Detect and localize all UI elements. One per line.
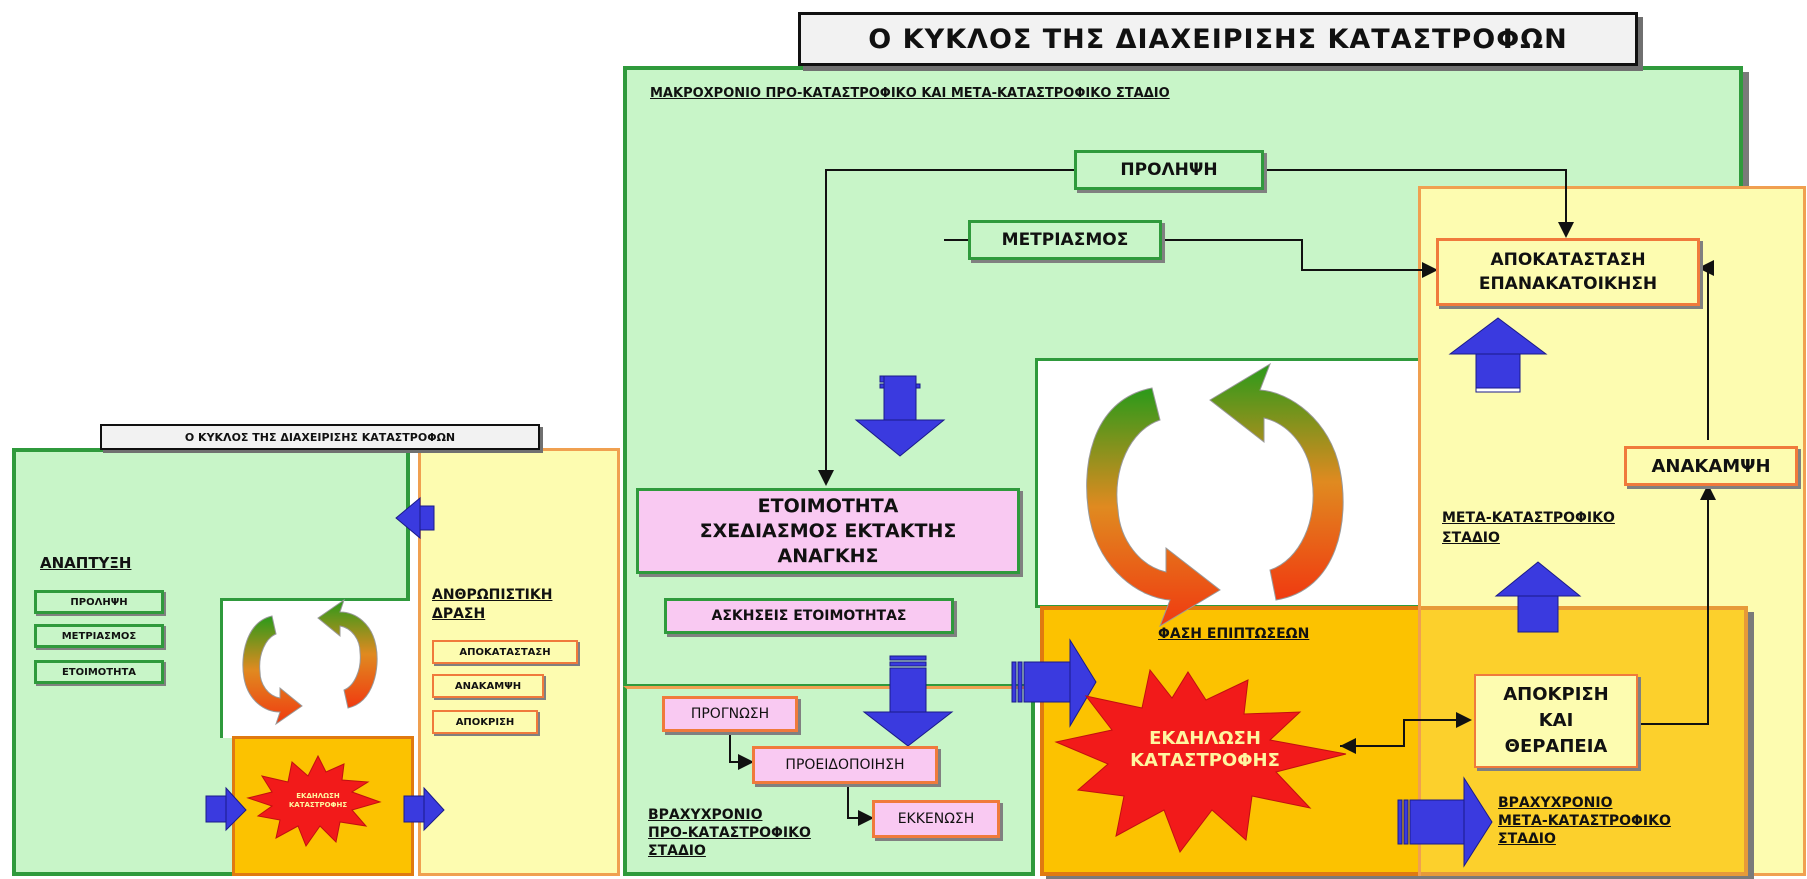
post-stage-line-1: ΜΕΤΑ-ΚΑΤΑΣΤΡΟΦΙΚΟ (1442, 510, 1615, 526)
up-arrow-upper (1448, 317, 1548, 393)
cycle-arrow-left (1086, 387, 1221, 628)
cycle-arrows-mini (242, 598, 378, 726)
preparedness-line-2: ΣΧΕΔΙΑΣΜΟΣ ΕΚΤΑΚΤΗΣ (699, 519, 957, 542)
restoration-box: ΑΠΟΚΑΤΑΣΤΑΣΗ ΕΠΑΝΑΚΑΤΟΙΚΗΣΗ (1436, 238, 1700, 306)
warning-box: ΠΡΟΕΙΔΟΠΟΙΗΣΗ (752, 746, 938, 784)
disaster-burst-text: ΕΚΔΗΛΩΣΗ ΚΑΤΑΣΤΡΟΦΗΣ (1120, 728, 1290, 772)
main-title: Ο ΚΥΚΛΟΣ ΤΗΣ ΔΙΑΧΕΙΡΙΣΗΣ ΚΑΤΑΣΤΡΟΦΩΝ (798, 12, 1638, 66)
response-line-2: ΚΑΙ (1538, 710, 1574, 731)
post-stage-label: ΜΕΤΑ-ΚΑΤΑΣΤΡΟΦΙΚΟ ΣΤΑΔΙΟ (1442, 508, 1615, 548)
evacuation-box: ΕΚΚΕΝΩΣΗ (872, 800, 1000, 838)
mini-cycle-arrow-right (317, 598, 378, 709)
short-post-line-3: ΣΤΑΔΙΟ (1498, 831, 1556, 847)
mini-response-box: ΑΠΟΚΡΙΣΗ (432, 710, 538, 734)
mini-restoration-box: ΑΠΟΚΑΤΑΣΤΑΣΗ (432, 640, 578, 664)
impact-phase-label: ΦΑΣΗ ΕΠΙΠΤΩΣΕΩΝ (1158, 626, 1310, 642)
mini-recovery-box: ΑΝΑΚΑΜΨΗ (432, 674, 544, 698)
short-pre-stage-label: ΒΡΑΧΥΧΡΟΝΙΟ ΠΡΟ-ΚΑΤΑΣΤΡΟΦΙΚΟ ΣΤΑΔΙΟ (648, 806, 811, 860)
right-arrow-short-post (1397, 776, 1493, 868)
post-stage-line-2: ΣΤΑΔΙΟ (1442, 530, 1500, 546)
short-post-line-2: ΜΕΤΑ-ΚΑΤΑΣΤΡΟΦΙΚΟ (1498, 813, 1671, 829)
mini-cycle-arrow-left (242, 615, 303, 726)
blue-arrows (205, 317, 1582, 868)
response-box: ΑΠΟΚΡΙΣΗ ΚΑΙ ΘΕΡΑΠΕΙΑ (1474, 674, 1638, 768)
mini-right-arrow-in (205, 786, 247, 832)
mini-title: Ο ΚΥΚΛΟΣ ΤΗΣ ΔΙΑΧΕΙΡΙΣΗΣ ΚΑΤΑΣΤΡΟΦΩΝ (100, 424, 540, 450)
short-post-stage-label: ΒΡΑΧΥΧΡΟΝΙΟ ΜΕΤΑ-ΚΑΤΑΣΤΡΟΦΙΚΟ ΣΤΑΔΙΟ (1498, 794, 1671, 848)
response-line-1: ΑΠΟΚΡΙΣΗ (1503, 684, 1609, 705)
mini-humanitarian-line-2: ΔΡΑΣΗ (432, 606, 486, 622)
mini-prevention-box: ΠΡΟΛΗΨΗ (34, 590, 164, 614)
disaster-line-1: ΕΚΔΗΛΩΣΗ (1149, 728, 1261, 749)
cycle-arrow-right (1209, 362, 1344, 601)
mini-disaster-line-2: ΚΑΤΑΣΤΡΟΦΗΣ (288, 801, 348, 809)
mitigation-box: ΜΕΤΡΙΑΣΜΟΣ (968, 220, 1162, 260)
cycle-arrows-main (1086, 362, 1344, 628)
mini-mitigation-box: ΜΕΤΡΙΑΣΜΟΣ (34, 624, 164, 648)
mini-humanitarian-line-1: ΑΝΘΡΩΠΙΣΤΙΚΗ (432, 587, 553, 603)
preparedness-box: ΕΤΟΙΜΟΤΗΤΑ ΣΧΕΔΙΑΣΜΟΣ ΕΚΤΑΚΤΗΣ ΑΝΑΓΚΗΣ (636, 488, 1020, 574)
right-arrow-impact (1011, 638, 1097, 728)
down-arrow-lower (862, 655, 954, 747)
preparedness-line-1: ΕΤΟΙΜΟΤΗΤΑ (757, 494, 899, 517)
mini-left-arrow (395, 496, 435, 540)
mini-disaster-burst-text: ΕΚΔΗΛΩΣΗ ΚΑΤΑΣΤΡΟΦΗΣ (270, 792, 366, 810)
short-pre-line-1: ΒΡΑΧΥΧΡΟΝΙΟ (648, 807, 763, 823)
short-post-line-1: ΒΡΑΧΥΧΡΟΝΙΟ (1498, 795, 1613, 811)
short-pre-line-2: ΠΡΟ-ΚΑΤΑΣΤΡΟΦΙΚΟ (648, 825, 811, 841)
mini-right-arrow-out (403, 786, 445, 832)
mini-disaster-line-1: ΕΚΔΗΛΩΣΗ (296, 792, 340, 800)
mini-humanitarian-label: ΑΝΘΡΩΠΙΣΤΙΚΗ ΔΡΑΣΗ (432, 586, 552, 624)
restoration-line-2: ΕΠΑΝΑΚΑΤΟΙΚΗΣΗ (1478, 274, 1658, 294)
recovery-box: ΑΝΑΚΑΜΨΗ (1624, 446, 1798, 486)
prevention-box: ΠΡΟΛΗΨΗ (1074, 150, 1264, 190)
mini-preparedness-box: ΕΤΟΙΜΟΤΗΤΑ (34, 660, 164, 684)
connector-lines (729, 169, 1716, 826)
response-line-3: ΘΕΡΑΠΕΙΑ (1504, 736, 1608, 757)
disaster-line-2: ΚΑΤΑΣΤΡΟΦΗΣ (1130, 750, 1280, 771)
exercises-box: ΑΣΚΗΣΕΙΣ ΕΤΟΙΜΟΤΗΤΑΣ (664, 598, 954, 634)
long-term-stage-label: ΜΑΚΡΟΧΡΟΝΙΟ ΠΡΟ-ΚΑΤΑΣΤΡΟΦΙΚΟ ΚΑΙ ΜΕΤΑ-ΚΑ… (650, 86, 1170, 101)
mini-development-label: ΑΝΑΠΤΥΞΗ (40, 554, 132, 572)
up-arrow-lower (1494, 561, 1582, 633)
preparedness-line-3: ΑΝΑΓΚΗΣ (777, 544, 879, 567)
disaster-burst-mini (246, 754, 382, 848)
forecast-box: ΠΡΟΓΝΩΣΗ (662, 696, 798, 732)
restoration-line-1: ΑΠΟΚΑΤΑΣΤΑΣΗ (1490, 250, 1646, 270)
down-arrow-upper (854, 375, 946, 457)
disaster-burst-main (1054, 668, 1347, 854)
short-pre-line-3: ΣΤΑΔΙΟ (648, 843, 706, 859)
